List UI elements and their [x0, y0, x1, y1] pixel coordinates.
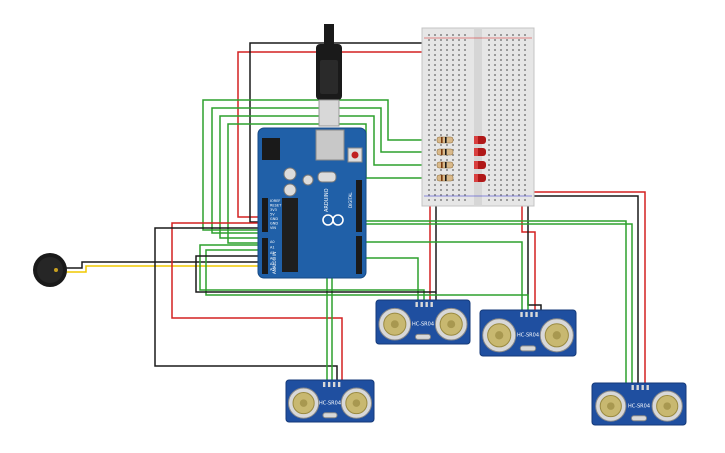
- transducer-icon: [378, 307, 412, 341]
- sensor-label: HC-SR04: [412, 322, 434, 328]
- resistor[interactable]: [436, 174, 454, 182]
- wire-led-3: [219, 115, 440, 239]
- leds: [474, 136, 486, 182]
- resistor[interactable]: [436, 161, 454, 169]
- wire-buzzer-signal: [60, 265, 262, 273]
- led[interactable]: [474, 174, 486, 182]
- wire-sensor1-gnd: [154, 227, 338, 380]
- arduino-logo-icon: [322, 214, 344, 226]
- power-jack: [262, 138, 280, 160]
- resistor[interactable]: [436, 136, 454, 144]
- led[interactable]: [474, 136, 486, 144]
- power-pin-label: VIN: [270, 226, 276, 230]
- wire-gnd-to-breadboard: [249, 42, 430, 223]
- analog-pin-label: A0: [270, 240, 275, 244]
- ultrasonic-sensor[interactable]: HC-SR04: [285, 379, 375, 423]
- usb-port: [315, 129, 345, 161]
- analog-pin-label: A1: [270, 246, 275, 250]
- arduino-uno[interactable]: ARDUINO DIGITAL ANALOG IN IOREFRESET3V35…: [257, 127, 367, 279]
- arduino-digital-label: DIGITAL: [348, 192, 353, 208]
- sensor-label: HC-SR04: [319, 400, 341, 406]
- usb-cable: [316, 24, 342, 127]
- transducer-icon: [595, 390, 627, 422]
- arduino-brand-label: ARDUINO: [324, 188, 330, 212]
- led[interactable]: [474, 148, 486, 156]
- wire-sensor4-vcc: [524, 191, 646, 383]
- analog-pin-label: A3: [270, 257, 275, 261]
- analog-pin-label: A4: [270, 262, 275, 266]
- power-pin-label: 3V3: [270, 208, 277, 212]
- wire-sensor2-echo: [199, 244, 425, 300]
- wire-sensor1-vcc: [171, 222, 343, 380]
- power-header: [262, 198, 268, 232]
- atmega-chip: [282, 198, 298, 272]
- ultrasonic-sensor[interactable]: HC-SR04: [591, 382, 687, 426]
- digital-header-high: [356, 180, 362, 232]
- led[interactable]: [474, 161, 486, 169]
- transducer-icon: [287, 387, 320, 419]
- digital-header-low: [356, 236, 362, 274]
- wire-arduino-gnd-loop: [195, 255, 436, 293]
- resistors: [436, 136, 454, 182]
- power-pin-label: GND: [270, 217, 278, 221]
- ultrasonic-sensor[interactable]: HC-SR04: [375, 299, 471, 345]
- wire-sensor3-echo: [205, 249, 529, 310]
- resistor[interactable]: [436, 148, 454, 156]
- power-pin-label: GND: [270, 222, 278, 226]
- piezo-buzzer[interactable]: [33, 253, 67, 287]
- ultrasonic-sensor[interactable]: HC-SR04: [479, 309, 577, 357]
- power-pin-label: 5V: [270, 213, 275, 217]
- power-pin-label: RESET: [270, 204, 282, 208]
- power-pin-label: IOREF: [270, 199, 280, 203]
- arduino-analog-label: ANALOG IN: [272, 252, 277, 274]
- wire-sensor4-trig: [358, 223, 633, 383]
- wire-buzzer-gnd: [60, 261, 262, 269]
- transducer-icon: [651, 390, 683, 422]
- transducer-icon: [482, 318, 517, 353]
- sensor-label: HC-SR04: [628, 403, 650, 409]
- wire-sensor2-trig: [358, 257, 419, 300]
- wire-led-4: [227, 123, 440, 244]
- analog-pin-label: A5: [270, 268, 275, 272]
- transducer-icon: [539, 318, 574, 353]
- wire-sensor4-echo: [358, 220, 627, 383]
- analog-header: [262, 238, 268, 274]
- wire-sensor3-gnd: [527, 198, 542, 310]
- analog-pin-label: A2: [270, 251, 275, 255]
- wire-sensor4-gnd: [530, 195, 639, 383]
- wire-led-2: [211, 107, 440, 234]
- transducer-icon: [434, 307, 468, 341]
- transducer-icon: [340, 387, 373, 419]
- wire-sensor3-trig: [358, 241, 523, 310]
- sensor-label: HC-SR04: [517, 333, 539, 339]
